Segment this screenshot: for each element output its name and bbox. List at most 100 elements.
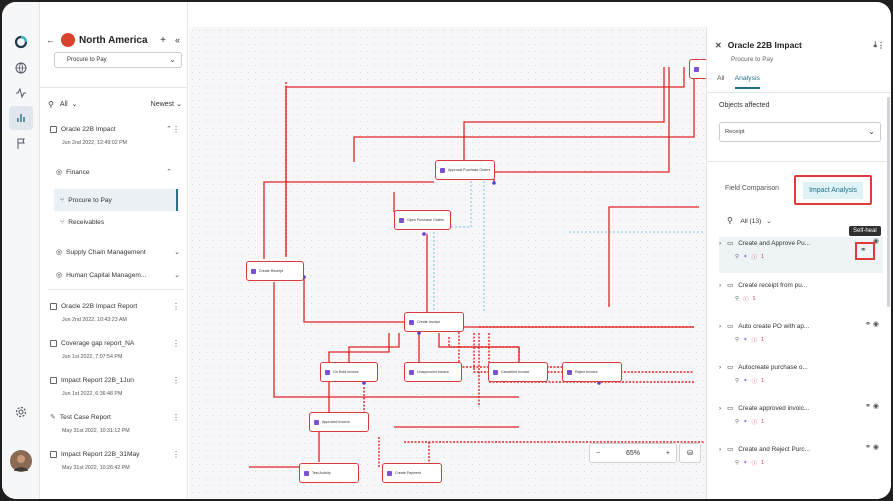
chevron-down-icon[interactable]: ⌄ [174, 249, 180, 256]
flow-node-create-payment[interactable]: Create Payment [382, 463, 442, 483]
layers-icon: ⛁ [687, 450, 693, 457]
flow-node-approved-invoice[interactable]: Approved Invoice [309, 412, 369, 432]
sort-dropdown[interactable]: Newest [150, 100, 174, 108]
report-item[interactable]: Impact Report 22B_1Jun ⋮ [50, 373, 184, 387]
node-label: Approved Invoice [322, 420, 350, 424]
reports-icon[interactable] [9, 106, 33, 130]
link-and-view-icons[interactable]: ⚭ ◉ [865, 321, 879, 328]
download-icon[interactable]: ⤓ [873, 40, 877, 49]
results-filter[interactable]: ⚲ All (13) ⌄ [727, 216, 772, 225]
back-arrow-icon[interactable]: ← [46, 35, 55, 45]
flow-node-unapproved-invoice[interactable]: Unapproved Invoice [404, 362, 462, 382]
sparkle-icon: ✦ [743, 419, 748, 425]
process-label: Receivables [68, 218, 105, 226]
tab-all[interactable]: All [717, 75, 725, 82]
globe-icon[interactable] [9, 56, 33, 80]
objects-affected-select[interactable]: Receipt ⌄ [719, 122, 881, 142]
report-date: Jun 2nd 2022, 12:49:02 PM [62, 140, 128, 146]
flag-icon[interactable] [9, 132, 33, 156]
self-heal-button[interactable]: ⚭ [855, 242, 875, 260]
chevron-up-icon[interactable]: ⌃ [166, 126, 172, 133]
user-avatar[interactable] [10, 450, 32, 472]
flow-node-top[interactable] [689, 59, 706, 79]
chevron-right-icon[interactable]: › [719, 281, 722, 289]
close-icon[interactable]: ✕ [715, 40, 722, 50]
report-item[interactable]: Impact Report 22B_31May ⋮ [50, 447, 184, 461]
zoom-out-button[interactable]: − [596, 449, 601, 457]
process-receivables[interactable]: ⑂ Receivables [54, 211, 178, 233]
more-menu-icon[interactable]: ⋮ [172, 124, 180, 134]
flow-node-cancelled-invoice[interactable]: Cancelled Invoice [488, 362, 548, 382]
chevron-right-icon[interactable]: › [719, 404, 722, 412]
chevron-right-icon[interactable]: › [719, 239, 722, 247]
view-icon[interactable]: ◉ [872, 238, 879, 245]
layers-button[interactable]: ⛁ [679, 443, 701, 463]
alert-icon: ⓘ [751, 255, 758, 261]
flow-node-test-activity[interactable]: Test Activity [299, 463, 359, 483]
flow-node-on-hold-invoice[interactable]: On Hold Invoice [320, 362, 378, 382]
filter-all-dropdown[interactable]: All [59, 100, 68, 108]
activity-icon[interactable] [9, 81, 33, 105]
settings-gear-icon[interactable] [9, 400, 33, 424]
app-logo-icon[interactable] [9, 30, 33, 54]
more-menu-icon[interactable]: ⋮ [172, 338, 180, 348]
flow-node-open-po[interactable]: Open Purchase Orders [394, 210, 451, 230]
report-item[interactable]: Oracle 22B Impact Report ⋮ [50, 299, 184, 313]
process-procure-to-pay[interactable]: ⑂ Procure to Pay [54, 189, 178, 211]
chevron-right-icon[interactable]: › [719, 322, 722, 330]
node-label: Approval Purchase Orders [448, 168, 491, 172]
chevron-right-icon[interactable]: › [719, 363, 722, 371]
flow-node-approval-po[interactable]: Approval Purchase Orders [435, 160, 495, 180]
collapse-sidebar-icon[interactable]: « [174, 35, 180, 45]
alert-count: 1 [761, 460, 765, 466]
more-menu-icon[interactable]: ⋮ [172, 412, 180, 422]
impact-analysis-tab[interactable]: Impact Analysis [794, 175, 872, 205]
link-and-view-icons[interactable]: ⚭ ◉ [865, 403, 879, 410]
chevron-right-icon[interactable]: › [719, 445, 722, 453]
flow-node-create-receipt[interactable]: Create Receipt [246, 261, 304, 281]
report-item[interactable]: Oracle 22B Impact ⌃ ⋮ [50, 122, 184, 136]
filter-row: ⚲ All ⌄ Newest ⌄ [48, 98, 184, 110]
group-finance[interactable]: ◎ Finance ⌃ [56, 165, 184, 179]
flow-icon: ⑂ [60, 218, 65, 226]
more-menu-icon[interactable]: ⋮ [172, 449, 180, 459]
add-icon[interactable]: + [160, 34, 166, 46]
link-and-view-icons[interactable]: ⚭ ◉ [865, 444, 879, 451]
group-hcm[interactable]: ◎ Human Capital Managem... ⌄ [56, 268, 184, 282]
zoom-in-button[interactable]: + [665, 449, 670, 457]
report-item[interactable]: ✎ Test Case Report ⋮ [50, 410, 184, 424]
panel-subtitle: Procure to Pay [731, 56, 774, 63]
report-item[interactable]: Coverage gap report_NA ⋮ [50, 336, 184, 350]
chevron-down-icon[interactable]: ⌄ [174, 272, 180, 279]
group-supply-chain[interactable]: ◎ Supply Chain Management ⌄ [56, 245, 184, 259]
field-comparison-tab[interactable]: Field Comparison [725, 185, 779, 192]
process-flow-canvas[interactable]: Approval Purchase Orders Open Purchase O… [189, 27, 706, 499]
pin-icon: ⚲ [735, 378, 740, 384]
search-icon[interactable]: ⚲ [727, 216, 733, 225]
flow-node-reject-invoice[interactable]: Reject Invoice [562, 362, 622, 382]
node-icon [399, 217, 404, 223]
chevron-up-icon[interactable]: ⌃ [166, 169, 172, 176]
more-menu-icon[interactable]: ⋮ [172, 375, 180, 385]
more-menu-icon[interactable]: ⋮ [172, 301, 180, 311]
panel-scrollbar[interactable] [887, 97, 890, 307]
supply-chain-icon: ◎ [56, 249, 63, 256]
folder-icon: ▭ [727, 282, 734, 289]
tab-analysis[interactable]: Analysis [734, 75, 760, 89]
more-menu-icon[interactable]: ⋮ [877, 40, 885, 50]
search-icon[interactable]: ⚲ [48, 99, 54, 109]
flow-node-create-invoice[interactable]: Create Invoice [404, 312, 464, 332]
process-select[interactable]: Procure to Pay ⌄ [54, 52, 182, 68]
report-name: Impact Report 22B_31May [61, 450, 140, 458]
pin-icon: ⚲ [735, 460, 740, 466]
zoom-level: 65% [625, 449, 640, 457]
node-label: Create Invoice [417, 320, 441, 324]
group-label: Finance [66, 168, 90, 176]
node-label: On Hold Invoice [333, 370, 359, 374]
report-date: May 31st 2022, 10:31:12 PM [62, 428, 130, 434]
